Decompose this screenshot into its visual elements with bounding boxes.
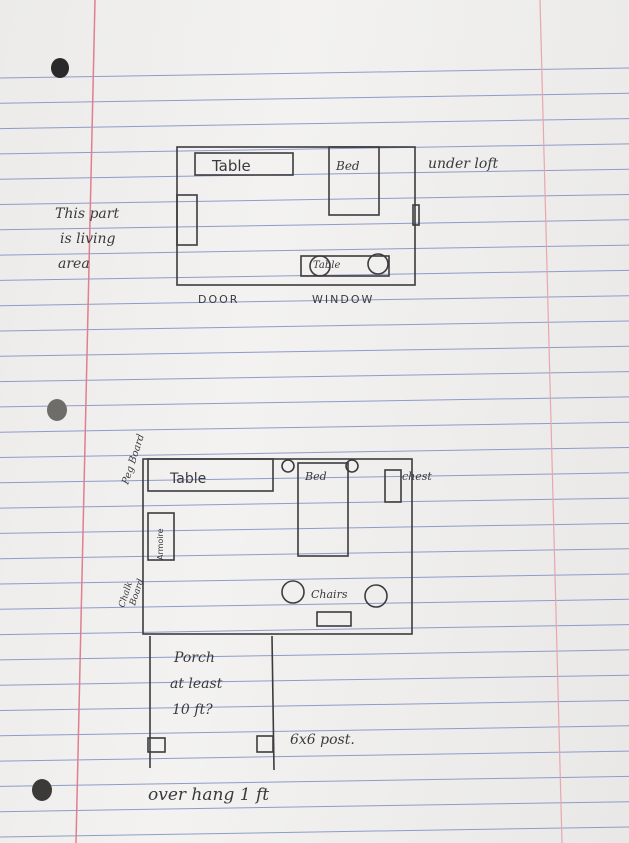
ruled-line [0, 421, 629, 433]
ruled-line [0, 522, 629, 534]
table [147, 458, 274, 492]
porch-note-line: Porch [173, 650, 215, 666]
ruled-line [0, 775, 629, 787]
binder-hole [32, 779, 52, 801]
ruled-line [0, 345, 629, 357]
chest [384, 469, 402, 503]
post [147, 737, 166, 753]
binder-hole [47, 399, 67, 421]
chest-label: chest [402, 470, 432, 483]
ruled-line [0, 118, 629, 130]
post-note: 6x6 post. [290, 732, 355, 748]
binder-hole [51, 58, 69, 78]
loft-note: under loft [428, 156, 499, 172]
porch-note-line: 10 ft? [172, 702, 213, 718]
bed-label: Bed [335, 159, 360, 173]
bed [297, 462, 349, 557]
ruled-line [0, 92, 629, 104]
ruled-line [0, 396, 629, 408]
ruled-line [0, 472, 629, 484]
ruled-line [0, 143, 629, 155]
nightstand [281, 459, 295, 473]
ruled-line [0, 674, 629, 686]
ruled-line [0, 624, 629, 636]
small-table-label: Table [313, 260, 340, 271]
ruled-line [0, 194, 629, 205]
sofa [176, 194, 198, 246]
porch-note-line: at least [170, 676, 223, 692]
ruled-line [0, 371, 629, 383]
room-outline [142, 458, 413, 635]
door-label: DOOR [198, 293, 239, 306]
ruled-line [0, 826, 629, 838]
left-margin-line [75, 0, 96, 843]
lower-floor-plan: Table Bed chest Armoire Peg Board Chalk … [117, 433, 432, 805]
ruled-line [0, 497, 629, 509]
ladder [412, 204, 420, 226]
ruled-line [0, 801, 629, 813]
ruled-line [0, 320, 629, 332]
table-label: Table [169, 471, 206, 487]
ruled-line [0, 573, 629, 585]
table-label: Table [211, 157, 251, 175]
dining-set [300, 255, 390, 277]
side-note-line: is living [60, 231, 115, 247]
ruled-line [0, 168, 629, 180]
nightstand [345, 459, 359, 473]
ruled-line [0, 244, 629, 256]
ruled-line [0, 295, 629, 307]
armoire [147, 512, 175, 561]
overhang-note: over hang 1 ft [148, 785, 269, 805]
right-margin-line [539, 0, 563, 843]
window-label: WINDOW [312, 293, 374, 306]
ruled-line [0, 649, 629, 661]
chair [364, 584, 388, 608]
chair [309, 255, 331, 277]
ruled-line [0, 67, 629, 79]
chair [367, 253, 389, 275]
side-note-line: area [58, 256, 90, 272]
ruled-line [0, 447, 629, 458]
ruled-line [0, 725, 629, 737]
ruled-line [0, 548, 629, 560]
chairs-label: Chairs [311, 588, 348, 601]
chair [281, 580, 305, 604]
ruled-line [0, 219, 629, 231]
bed [328, 146, 380, 216]
armoire-label: Armoire [156, 528, 165, 560]
ruled-line [0, 750, 629, 762]
side-note-line: This part [55, 206, 119, 222]
ruled-line [0, 598, 629, 610]
ruled-lines [0, 67, 629, 838]
upper-floor-plan: Table Bed Table under loft This part is … [55, 146, 499, 306]
bed-label: Bed [304, 470, 327, 483]
post [256, 735, 274, 753]
table [194, 152, 294, 176]
coffee-table [316, 611, 352, 627]
ruled-line [0, 700, 629, 711]
